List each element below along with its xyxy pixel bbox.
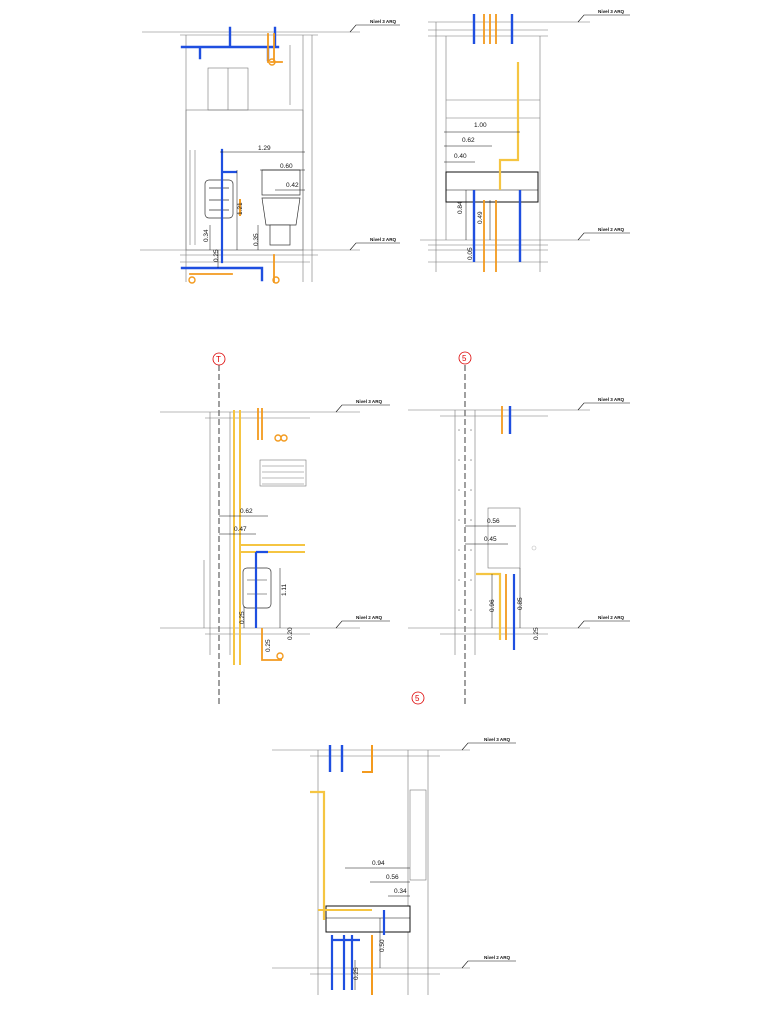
elevation-view-2: 1.00 0.62 0.40 0.84 0.49 0.05 Nivel 3 AR…	[420, 9, 630, 272]
dim-label: 1.00	[474, 122, 487, 129]
dim-label: 0.56	[386, 874, 399, 881]
dim-label: 0.84	[457, 201, 464, 214]
grid-label: 5	[415, 694, 420, 703]
level-tag-lower: Nivel 2 ARQ	[598, 615, 625, 620]
dim-label: 0.60	[280, 163, 293, 170]
dim-label: 0.25	[533, 627, 540, 640]
level-tag-lower: Nivel 2 ARQ	[356, 615, 383, 620]
level-tag-upper: Nivel 3 ARQ	[370, 19, 397, 24]
level-tag-upper: Nivel 3 ARQ	[484, 737, 511, 742]
dim-label: 1.29	[258, 145, 271, 152]
level-tag-lower: Nivel 2 ARQ	[598, 227, 625, 232]
grid-label: T	[216, 355, 221, 364]
elevation-view-3: T	[160, 352, 390, 705]
dim-label: 0.94	[372, 860, 385, 867]
grid-bubble	[411, 691, 425, 705]
dim-label: 0.50	[379, 939, 386, 952]
dim-label: 0.96	[489, 599, 496, 612]
dim-label: 0.85	[517, 597, 524, 610]
dim-label: 0.40	[454, 153, 467, 160]
dim-label: 0.35	[253, 233, 260, 246]
dim-label: 0.56	[487, 518, 500, 525]
grid-bubble	[212, 352, 226, 366]
level-tag-upper: Nivel 3 ARQ	[598, 397, 625, 402]
elevation-view-5: 0.94 0.56 0.34 0.50 0.25 Nivel 3 ARQ Niv…	[272, 737, 516, 995]
dim-label: 0.62	[240, 508, 253, 515]
dim-label: 1.11	[281, 583, 288, 596]
grid-bubble	[458, 351, 472, 365]
elevation-view-4: 5	[408, 351, 630, 705]
dim-label: 0.34	[203, 229, 210, 242]
dim-label: 0.45	[484, 536, 497, 543]
dim-label: 0.62	[462, 137, 475, 144]
level-tag-lower: Nivel 2 ARQ	[484, 955, 511, 960]
dim-label: 1.21	[237, 202, 244, 215]
grid-label: 5	[462, 354, 467, 363]
level-tag-lower: Nivel 2 ARQ	[370, 237, 397, 242]
dim-label: 0.47	[234, 526, 247, 533]
level-tag-upper: Nivel 3 ARQ	[356, 399, 383, 404]
dim-label: 0.42	[286, 182, 299, 189]
dim-label: 0.49	[477, 211, 484, 224]
dim-label: 0.34	[394, 888, 407, 895]
dim-label: 0.25	[239, 611, 246, 624]
elevation-view-1: 1.29 0.60 0.42 0.34 0.35 0.25 1.21 Nivel…	[140, 19, 400, 284]
dim-label: 0.25	[213, 249, 220, 262]
dim-label: 0.25	[265, 639, 272, 652]
level-tag-upper: Nivel 3 ARQ	[598, 9, 625, 14]
dim-label: 0.05	[467, 247, 474, 260]
dim-label: 0.20	[287, 627, 294, 640]
dim-label: 0.25	[353, 967, 360, 980]
